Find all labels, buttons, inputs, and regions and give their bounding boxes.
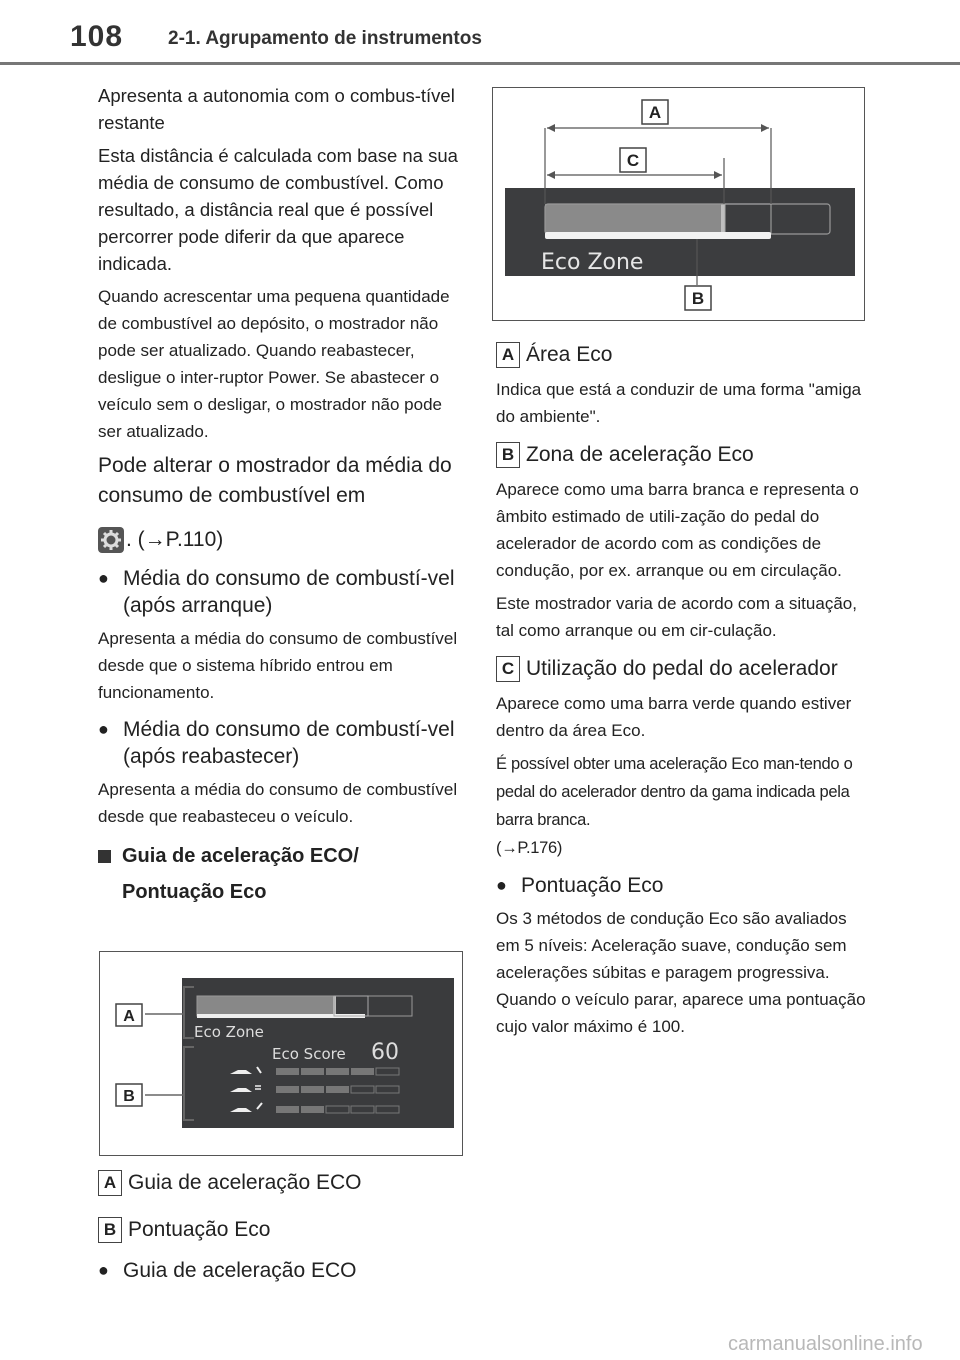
watermark: carmanualsonline.info	[728, 1333, 923, 1355]
bullet-icon: ●	[98, 1260, 109, 1280]
eco-score-label: Eco Score	[272, 1045, 346, 1063]
page-reference: (→P.176)	[496, 839, 563, 857]
badge-a: A	[98, 1170, 122, 1197]
heading-text: Pode alterar o mostrador da média do con…	[98, 454, 452, 507]
paragraph: Esta distância é calculada com base na s…	[98, 145, 458, 274]
callout-c: C	[627, 151, 639, 170]
eco-score-value: 60	[371, 1040, 399, 1065]
paragraph: Indica que está a conduzir de uma forma …	[496, 380, 862, 426]
left-column: Apresenta a autonomia com o combus-tível…	[98, 82, 462, 910]
callout-a: A	[123, 1008, 135, 1025]
badge-b: B	[496, 442, 520, 469]
callout-b: B	[692, 289, 704, 308]
score-rows	[230, 1066, 400, 1114]
page-number: 108	[70, 20, 124, 53]
section-heading: Guia de aceleração ECO/ Pontuação Eco	[98, 838, 462, 910]
callout-a: A	[649, 103, 661, 122]
paragraph: Quando acrescentar uma pequena quantidad…	[98, 287, 450, 441]
bullet-icon: ●	[98, 568, 109, 588]
eco-zone-figure: Eco Zone A C B	[492, 87, 865, 321]
bullet-heading: ● Guia de aceleração ECO	[98, 1259, 357, 1282]
eco-score-figure: Eco Zone Eco Score 60 A B	[99, 951, 463, 1156]
paragraph: Apresenta a média do consumo de combustí…	[98, 780, 458, 826]
badge-a: A	[496, 342, 520, 369]
paragraph: Este mostrador varia de acordo com a sit…	[496, 594, 857, 640]
bullet-heading: ● Média do consumo de combustí-vel (após…	[98, 567, 455, 617]
display-change-heading: Pode alterar o mostrador da média do con…	[98, 451, 462, 555]
paragraph: Aparece como uma barra verde quando esti…	[496, 694, 852, 740]
gear-icon	[98, 527, 124, 554]
section-title: 2-1. Agrupamento de instrumentos	[168, 28, 482, 49]
paragraph: Apresenta a autonomia com o combus-tível…	[98, 85, 455, 133]
paragraph: Aparece como uma barra branca e represen…	[496, 480, 859, 580]
bullet-icon: ●	[98, 719, 109, 739]
badge-c: C	[496, 656, 520, 683]
paragraph: Os 3 métodos de condução Eco são avaliad…	[496, 909, 866, 1036]
bullet-heading: ● Pontuação Eco	[496, 874, 664, 897]
bullet-heading: ● Média do consumo de combustí-vel (após…	[98, 718, 455, 768]
square-bullet-icon	[98, 850, 111, 863]
page-reference: . (→P.110)	[126, 528, 224, 551]
eco-zone-text: Eco Zone	[541, 250, 643, 275]
callout-b: B	[123, 1088, 135, 1105]
header-rule	[0, 62, 960, 65]
note: É possível obter uma aceleração Eco man-…	[496, 755, 853, 829]
badge-b: B	[98, 1217, 122, 1244]
bullet-icon: ●	[496, 875, 507, 895]
paragraph: Apresenta a média do consumo de combustí…	[98, 629, 458, 702]
page-header: 108 2-1. Agrupamento de instrumentos	[0, 0, 960, 66]
eco-zone-text: Eco Zone	[194, 1023, 264, 1041]
